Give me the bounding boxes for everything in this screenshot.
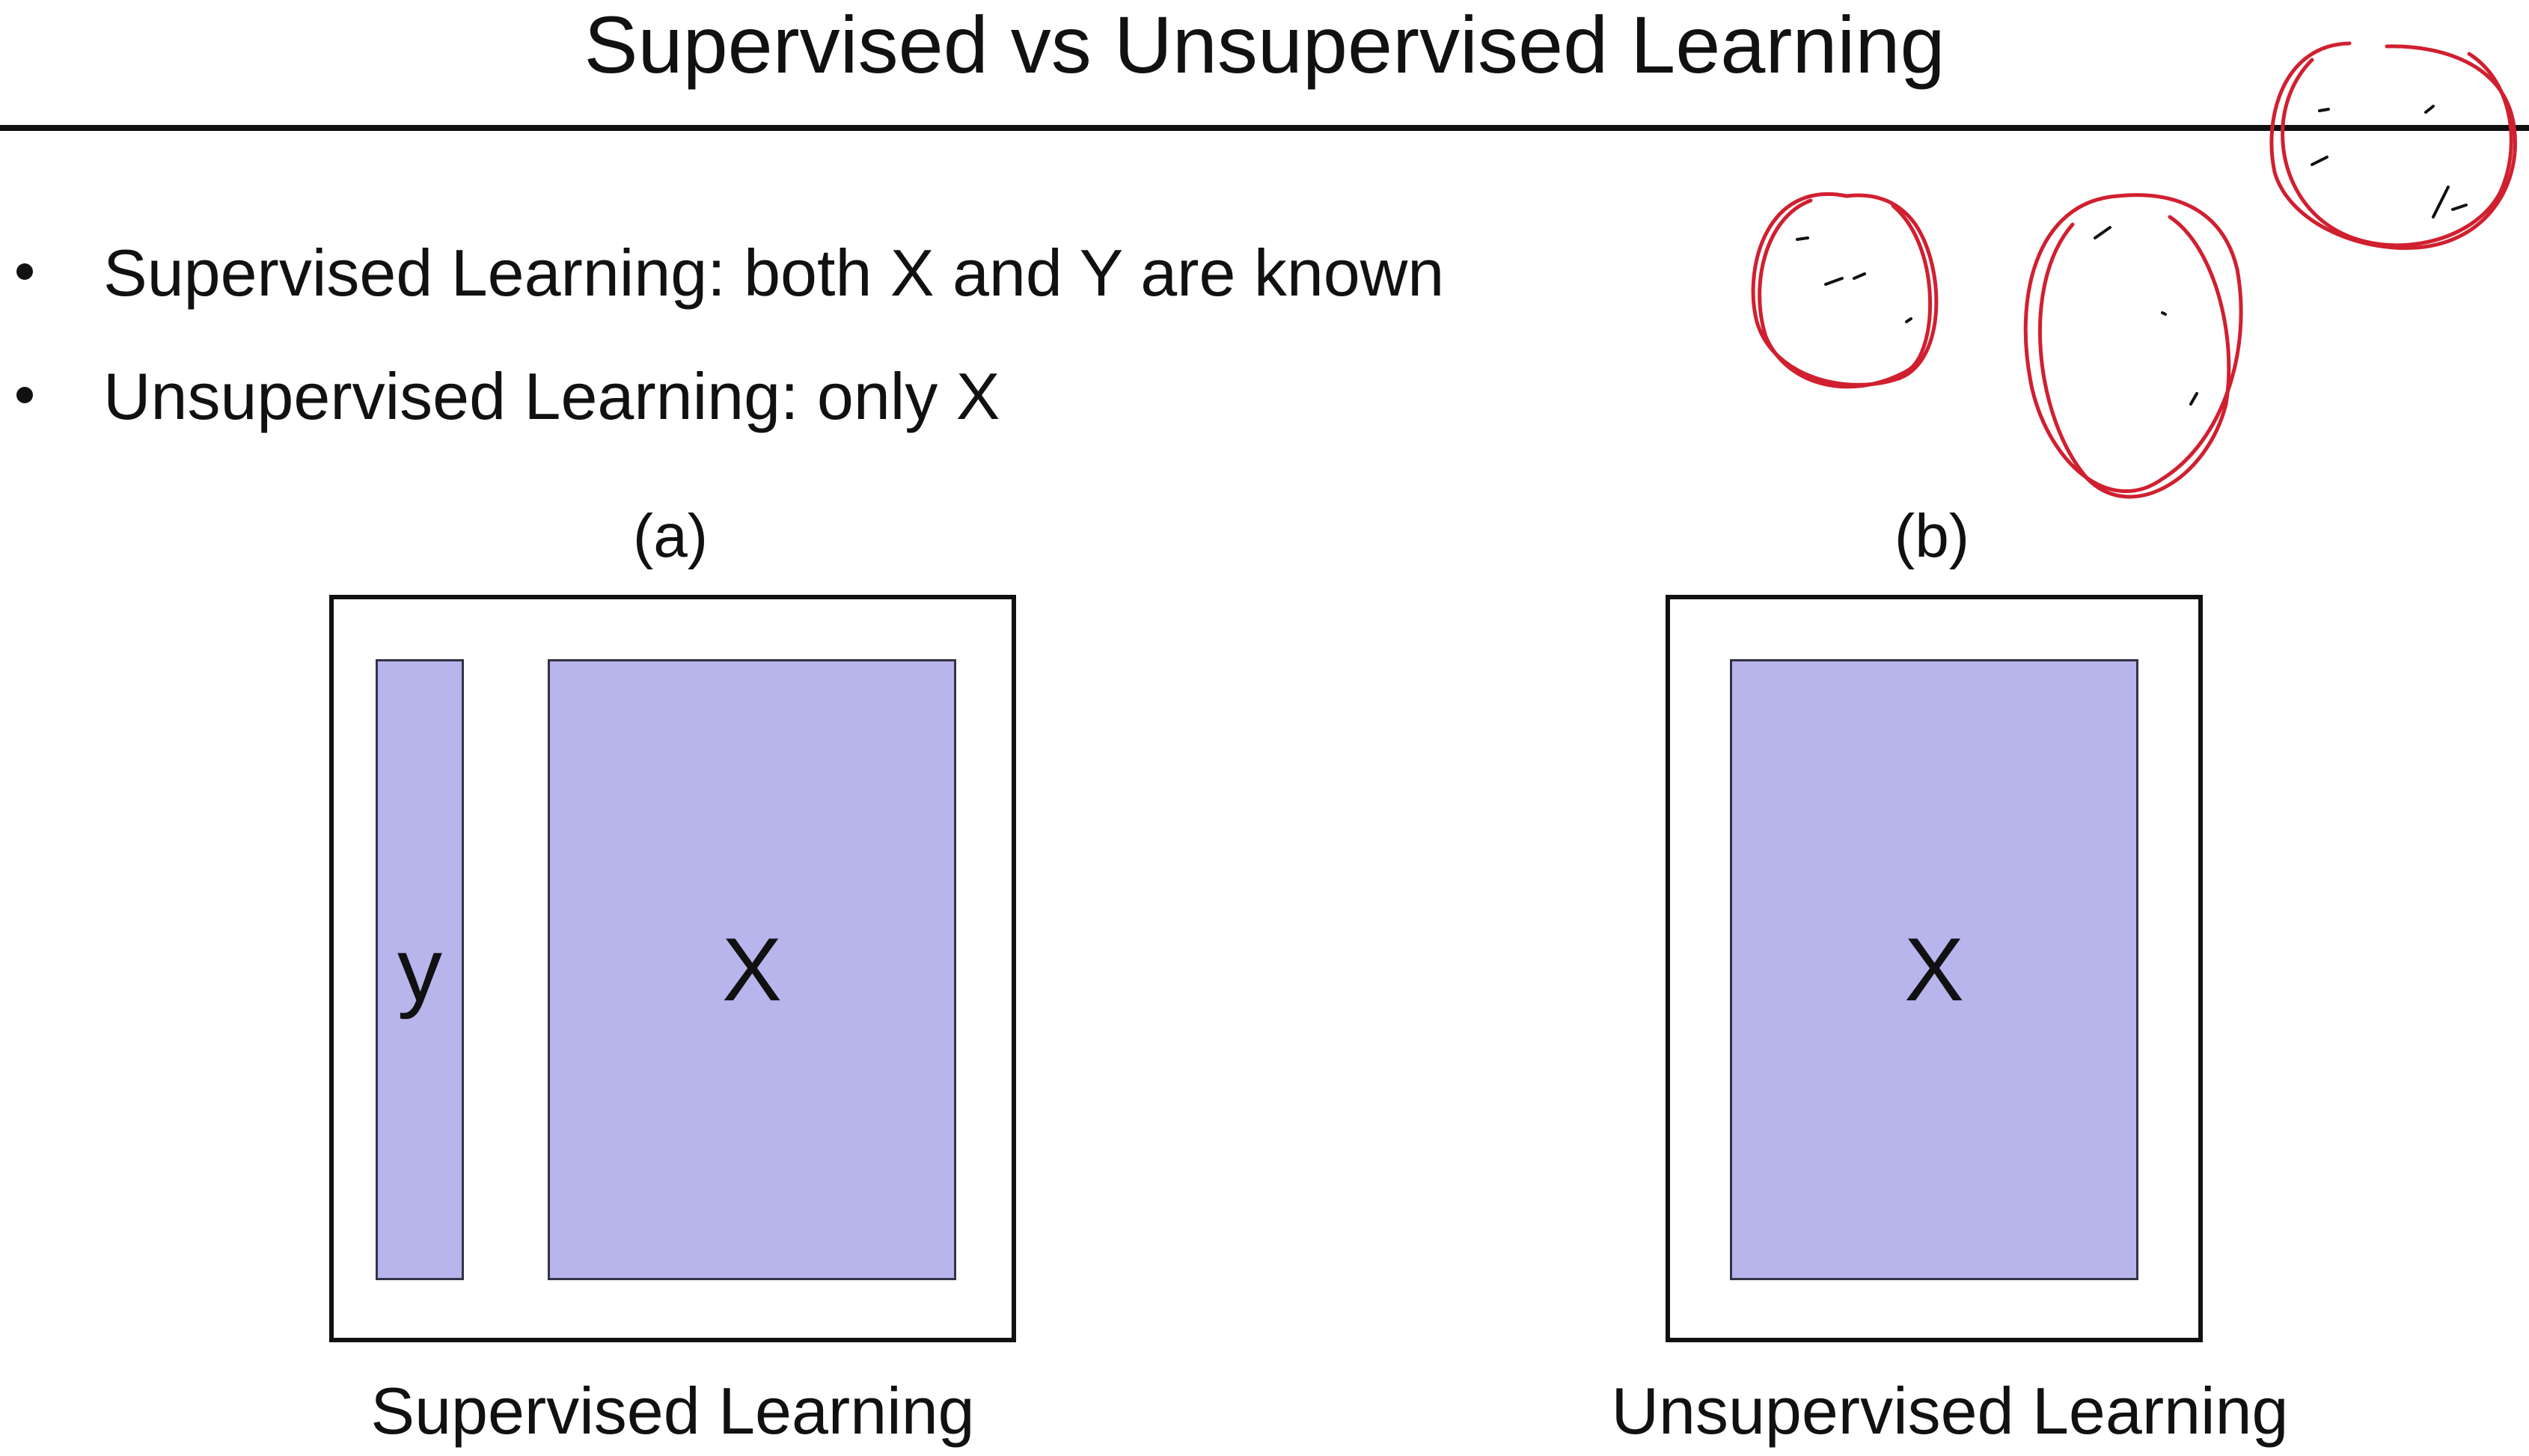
annotation-tick-mark bbox=[1905, 317, 1912, 323]
annotation-tick-mark bbox=[1853, 272, 1866, 280]
annotation-circle-stroke bbox=[2038, 215, 2231, 499]
bullet-item: Unsupervised Learning: only X bbox=[0, 348, 1646, 453]
annotation-tick-mark bbox=[2432, 186, 2450, 218]
annotation-circle-stroke bbox=[1758, 198, 1933, 389]
x-matrix-block: X bbox=[548, 659, 956, 1280]
annotation-circle bbox=[1751, 192, 1939, 387]
annotation-tick-mark bbox=[2318, 108, 2330, 112]
x-matrix-label: X bbox=[1903, 920, 1965, 1020]
bullet-text-supervised: Supervised Learning: both X and Y are kn… bbox=[103, 236, 1445, 310]
y-matrix-block: y bbox=[376, 659, 464, 1280]
annotation-tick-mark bbox=[2094, 226, 2111, 239]
bullet-item: Supervised Learning: both X and Y are kn… bbox=[0, 224, 1646, 329]
panel-a-caption: Supervised Learning bbox=[370, 1374, 975, 1448]
panel-b-caption: Unsupervised Learning bbox=[1611, 1374, 2289, 1448]
panel-a-label: (a) bbox=[632, 502, 709, 570]
annotation-circle bbox=[2023, 193, 2243, 494]
panel-a-frame: y X bbox=[329, 595, 1016, 1342]
panel-b-label: (b) bbox=[1894, 502, 1970, 570]
annotation-tick-mark bbox=[1796, 236, 1809, 241]
panel-b-frame: X bbox=[1666, 595, 2203, 1342]
annotation-tick-mark bbox=[2311, 156, 2328, 166]
bullet-icon bbox=[16, 263, 33, 280]
title-divider bbox=[0, 125, 2529, 131]
slide-title: Supervised vs Unsupervised Learning bbox=[584, 0, 1945, 90]
annotation-tick-mark bbox=[2189, 392, 2198, 406]
annotation-tick-mark bbox=[2161, 311, 2167, 316]
annotation-tick-mark bbox=[2451, 204, 2468, 211]
bullet-icon bbox=[16, 387, 33, 403]
y-matrix-label: y bbox=[397, 920, 442, 1020]
bullet-text-unsupervised: Unsupervised Learning: only X bbox=[103, 359, 1000, 433]
x-matrix-label: X bbox=[721, 920, 783, 1020]
x-matrix-block: X bbox=[1730, 659, 2138, 1280]
annotation-tick-mark bbox=[2424, 105, 2435, 114]
annotation-tick-mark bbox=[1824, 277, 1844, 286]
